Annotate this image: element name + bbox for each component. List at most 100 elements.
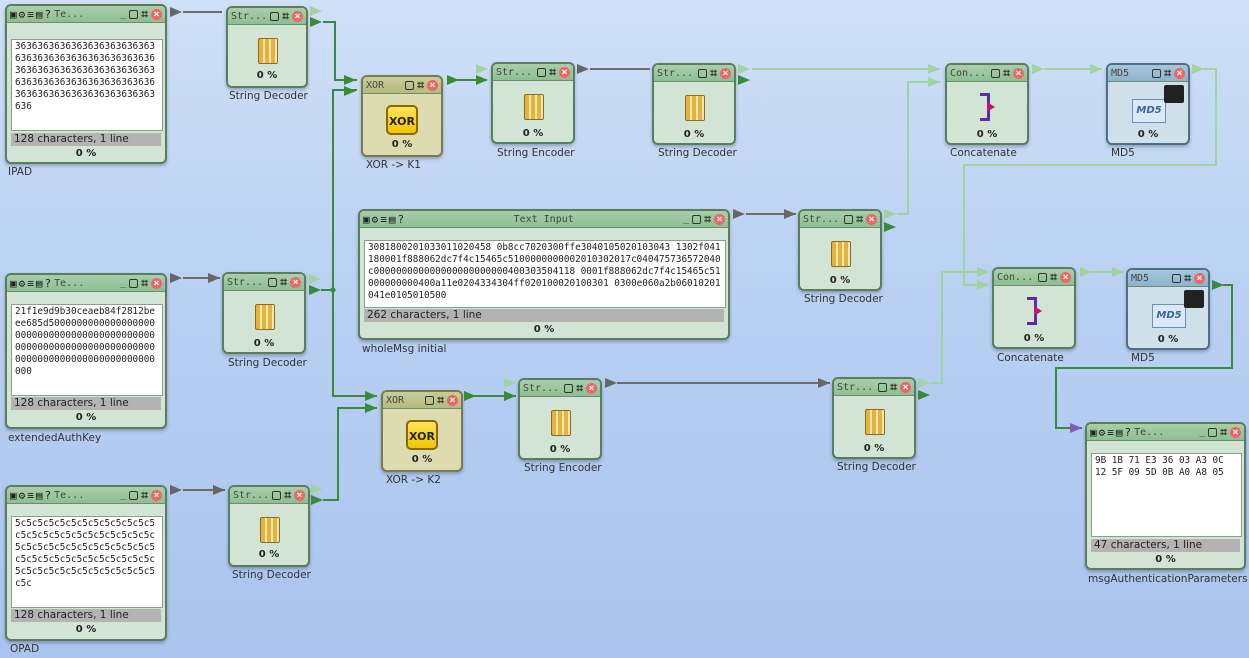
close-icon[interactable]: × — [290, 276, 301, 288]
text-area[interactable]: 5c5c5c5c5c5c5c5c5c5c5c5c5c5c5c5c5c5c5c5c… — [11, 516, 163, 608]
toolbar-icons[interactable]: ▣⚙≡▤? — [1090, 426, 1131, 439]
menu-icon[interactable]: ≡ — [27, 488, 34, 502]
string-decoder-node[interactable]: Str... ⌗ × 0 % — [652, 63, 736, 145]
close-icon[interactable]: × — [900, 381, 911, 393]
window-icon[interactable] — [991, 68, 1001, 78]
window-icon[interactable] — [268, 277, 278, 287]
close-icon[interactable]: × — [559, 66, 570, 78]
close-icon[interactable]: × — [1230, 426, 1241, 438]
close-icon[interactable]: × — [151, 489, 162, 501]
gear-icon[interactable]: ⚙ — [371, 212, 379, 226]
minimize-icon[interactable]: _ — [1199, 426, 1206, 437]
close-icon[interactable]: × — [292, 10, 303, 22]
image-icon[interactable]: ▣ — [363, 212, 370, 226]
node-header[interactable]: ▣⚙≡▤? Te... _ ⌗ × — [7, 487, 165, 504]
clipboard-icon[interactable]: ▤ — [35, 7, 43, 21]
window-icon[interactable] — [425, 395, 435, 405]
move-icon[interactable]: ⌗ — [284, 488, 291, 502]
clipboard-icon[interactable]: ▤ — [1115, 425, 1123, 439]
close-icon[interactable]: × — [151, 8, 162, 20]
minimize-icon[interactable]: _ — [120, 8, 127, 19]
window-icon[interactable] — [564, 383, 574, 393]
move-icon[interactable]: ⌗ — [141, 7, 148, 21]
gear-icon[interactable]: ⚙ — [18, 7, 26, 21]
move-icon[interactable]: ⌗ — [417, 78, 424, 92]
toolbar-icons[interactable]: ▣⚙≡▤? — [363, 213, 404, 226]
close-icon[interactable]: × — [151, 277, 162, 289]
toolbar-icons[interactable]: ▣⚙≡▤? — [10, 8, 51, 21]
close-icon[interactable]: × — [1194, 272, 1205, 284]
move-icon[interactable]: ⌗ — [704, 212, 711, 226]
move-icon[interactable]: ⌗ — [1220, 425, 1227, 439]
clipboard-icon[interactable]: ▤ — [35, 488, 43, 502]
window-icon[interactable] — [844, 214, 854, 224]
md5-node[interactable]: MD5 ⌗ × MD5 0 % — [1106, 63, 1190, 145]
gear-icon[interactable]: ⚙ — [1098, 425, 1106, 439]
xor-node[interactable]: XOR ⌗ × XOR 0 % — [361, 75, 443, 157]
close-icon[interactable]: × — [586, 382, 597, 394]
node-header[interactable]: Str... ⌗ × — [228, 8, 306, 25]
close-icon[interactable]: × — [427, 79, 438, 91]
xor-node[interactable]: XOR ⌗ × XOR 0 % — [381, 390, 463, 472]
window-icon[interactable] — [272, 490, 282, 500]
node-header[interactable]: XOR ⌗ × — [383, 392, 461, 409]
move-icon[interactable]: ⌗ — [576, 381, 583, 395]
msg-auth-params-node[interactable]: ▣⚙≡▤? Te... _ ⌗ × 9B 1B 71 E3 36 03 A3 0… — [1085, 422, 1246, 570]
close-icon[interactable]: × — [866, 213, 877, 225]
minimize-icon[interactable]: _ — [683, 213, 690, 224]
close-icon[interactable]: × — [1174, 67, 1185, 79]
menu-icon[interactable]: ≡ — [380, 212, 387, 226]
node-header[interactable]: Con... ⌗ × — [947, 65, 1027, 82]
minimize-icon[interactable]: _ — [120, 489, 127, 500]
node-header[interactable]: Str... ⌗ × — [493, 64, 573, 81]
toolbar-icons[interactable]: ▣⚙≡▤? — [10, 277, 51, 290]
text-area[interactable]: 9B 1B 71 E3 36 03 A3 0C 12 5F 09 5D 0B A… — [1091, 453, 1242, 537]
image-icon[interactable]: ▣ — [10, 276, 17, 290]
move-icon[interactable]: ⌗ — [1184, 271, 1191, 285]
node-header[interactable]: ▣⚙≡▤? Te... _ ⌗ × — [7, 6, 165, 23]
help-icon[interactable]: ? — [44, 488, 52, 502]
menu-icon[interactable]: ≡ — [27, 7, 34, 21]
node-header[interactable]: MD5 ⌗ × — [1128, 270, 1208, 287]
window-icon[interactable] — [405, 80, 415, 90]
help-icon[interactable]: ? — [1124, 425, 1132, 439]
concatenate-node[interactable]: Con... ⌗ × 0 % — [992, 267, 1076, 349]
text-area[interactable]: 21f1e9d9b30ceaeb84f2812beee685d500000000… — [11, 304, 163, 396]
close-icon[interactable]: × — [294, 489, 305, 501]
node-header[interactable]: Con... ⌗ × — [994, 269, 1074, 286]
window-icon[interactable] — [129, 9, 139, 19]
help-icon[interactable]: ? — [397, 212, 405, 226]
clipboard-icon[interactable]: ▤ — [35, 276, 43, 290]
opad-node[interactable]: ▣⚙≡▤? Te... _ ⌗ × 5c5c5c5c5c5c5c5c5c5c5c… — [5, 485, 167, 641]
string-decoder-node[interactable]: Str... ⌗ × 0 % — [798, 209, 882, 291]
image-icon[interactable]: ▣ — [10, 488, 17, 502]
close-icon[interactable]: × — [714, 213, 725, 225]
node-header[interactable]: ▣⚙≡▤? Te... _ ⌗ × — [1087, 424, 1244, 441]
string-encoder-node[interactable]: Str... ⌗ × 0 % — [518, 378, 602, 460]
move-icon[interactable]: ⌗ — [856, 212, 863, 226]
gear-icon[interactable]: ⚙ — [18, 276, 26, 290]
md5-node[interactable]: MD5 ⌗ × MD5 0 % — [1126, 268, 1210, 350]
help-icon[interactable]: ? — [44, 7, 52, 21]
node-header[interactable]: Str... ⌗ × — [654, 65, 734, 82]
move-icon[interactable]: ⌗ — [1003, 66, 1010, 80]
extended-auth-key-node[interactable]: ▣⚙≡▤? Te... _ ⌗ × 21f1e9d9b30ceaeb84f281… — [5, 273, 167, 429]
help-icon[interactable]: ? — [44, 276, 52, 290]
string-decoder-node[interactable]: Str... ⌗ × 0 % — [832, 377, 916, 459]
string-decoder-node[interactable]: Str... ⌗ × 0 % — [228, 485, 310, 567]
close-icon[interactable]: × — [1060, 271, 1071, 283]
clipboard-icon[interactable]: ▤ — [388, 212, 396, 226]
move-icon[interactable]: ⌗ — [437, 393, 444, 407]
window-icon[interactable] — [1208, 427, 1218, 437]
window-icon[interactable] — [878, 382, 888, 392]
menu-icon[interactable]: ≡ — [1107, 425, 1114, 439]
node-header[interactable]: ▣⚙≡▤? Te... _ ⌗ × — [7, 275, 165, 292]
ipad-node[interactable]: ▣⚙≡▤? Te... _ ⌗ × 3636363636363636363636… — [5, 4, 167, 164]
concatenate-node[interactable]: Con... ⌗ × 0 % — [945, 63, 1029, 145]
move-icon[interactable]: ⌗ — [1050, 270, 1057, 284]
image-icon[interactable]: ▣ — [1090, 425, 1097, 439]
move-icon[interactable]: ⌗ — [141, 276, 148, 290]
window-icon[interactable] — [129, 278, 139, 288]
move-icon[interactable]: ⌗ — [280, 275, 287, 289]
close-icon[interactable]: × — [447, 394, 458, 406]
